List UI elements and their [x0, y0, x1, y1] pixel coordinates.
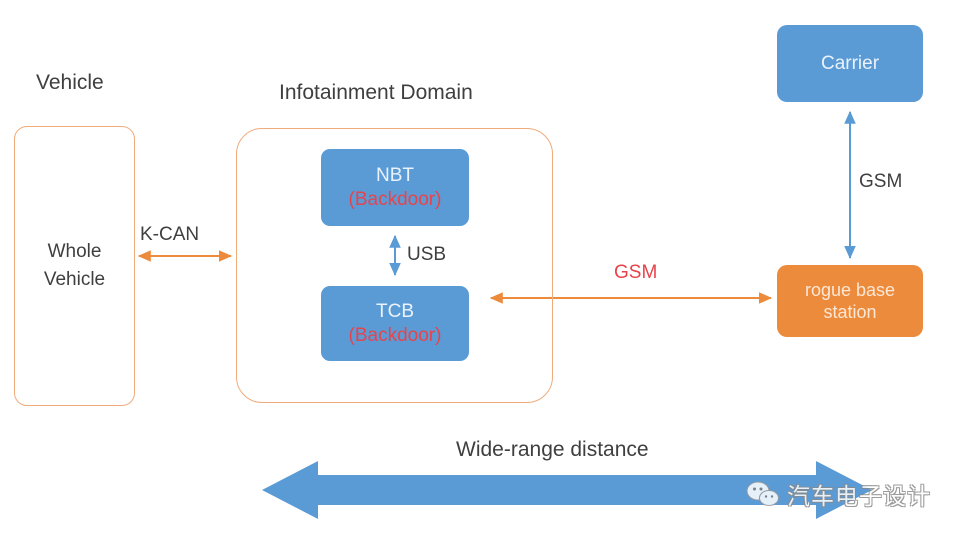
node-rogue-base-station[interactable]: rogue base station [777, 265, 923, 337]
gsm-carrier-label: GSM [859, 171, 903, 192]
node-nbt-annotation: (Backdoor) [348, 188, 442, 210]
infotainment-domain-box [236, 128, 553, 403]
gsm-attack-label: GSM [614, 262, 658, 283]
node-carrier[interactable]: Carrier [777, 25, 923, 102]
node-rogue-line1: rogue base [804, 279, 896, 300]
node-tcb-annotation: (Backdoor) [348, 324, 442, 346]
wide-range-arrow [262, 461, 872, 519]
node-carrier-name: Carrier [820, 52, 880, 74]
usb-label: USB [407, 244, 447, 265]
node-tcb-name: TCB [376, 300, 414, 322]
watermark: 汽车电子设计 [746, 477, 931, 511]
node-nbt[interactable]: NBT (Backdoor) [321, 149, 469, 226]
vehicle-domain-box [14, 126, 135, 406]
node-tcb[interactable]: TCB (Backdoor) [321, 286, 469, 361]
node-rogue-line2: station [823, 302, 877, 322]
watermark-text: 汽车电子设计 [787, 484, 931, 510]
vehicle-domain-title: Vehicle [36, 71, 104, 94]
kcan-label: K-CAN [140, 224, 200, 245]
wechat-icon [746, 481, 779, 506]
wide-range-distance-label: Wide-range distance [456, 438, 649, 461]
infotainment-domain-title: Infotainment Domain [279, 81, 473, 104]
node-nbt-name: NBT [376, 164, 414, 186]
